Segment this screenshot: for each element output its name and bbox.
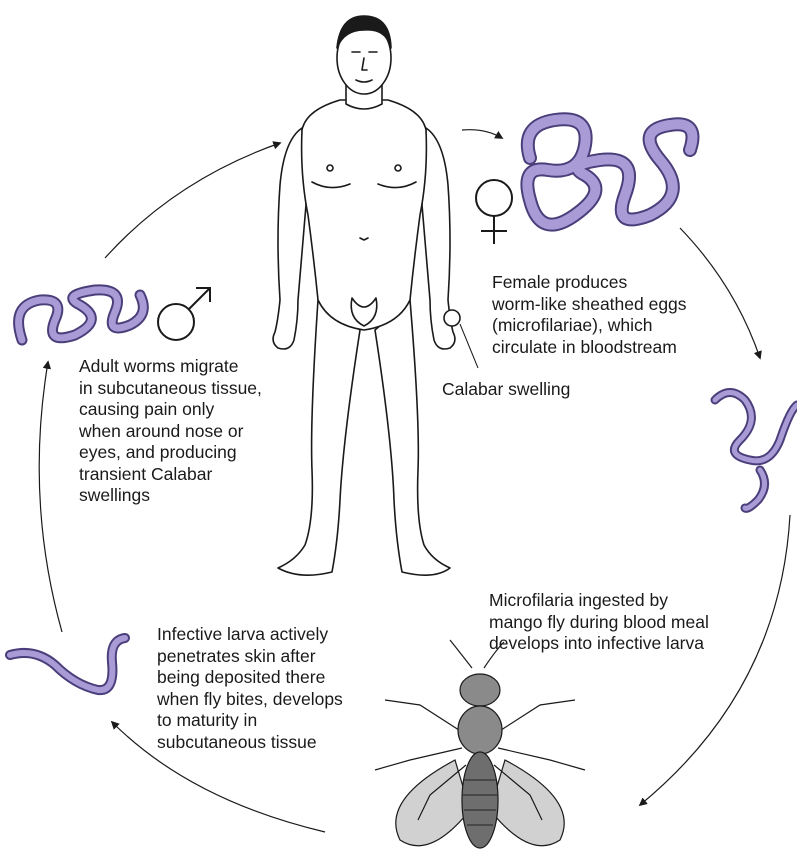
adult-worms-line-5: eyes, and producing	[79, 442, 262, 464]
microfilaria-ingested-line-2: mango fly during blood meal	[489, 612, 709, 634]
human-figure	[273, 16, 460, 575]
microfilaria-ingested-line-3: develops into infective larva	[489, 633, 709, 655]
microfilaria-ingested-line-1: Microfilaria ingested by	[489, 590, 709, 612]
adult-worms-line-1: Adult worms migrate	[79, 356, 262, 378]
adult-worms-line-2: in subcutaneous tissue,	[79, 378, 262, 400]
microfilaria-worm	[715, 393, 797, 509]
arrow-human-to-female	[462, 130, 502, 138]
calabar-leader-line	[460, 324, 478, 368]
female-produces-line-1: Female produces	[492, 272, 687, 294]
infective-larva-line-5: to maturity in	[157, 710, 343, 732]
infective-larva-worm	[10, 638, 125, 690]
infective-larva-line-4: when fly bites, develops	[157, 689, 343, 711]
arrow-female-to-microfilaria	[680, 228, 760, 358]
female-symbol-icon	[476, 180, 512, 244]
microfilaria-ingested-label: Microfilaria ingested by mango fly durin…	[489, 590, 709, 655]
arrow-larva-to-adult	[39, 362, 62, 632]
mango-fly	[375, 640, 585, 848]
adult-worms-line-4: when around nose or	[79, 421, 262, 443]
adult-worms-label: Adult worms migrate in subcutaneous tiss…	[79, 356, 262, 507]
adult-worms-line-3: causing pain only	[79, 399, 262, 421]
male-symbol-icon	[158, 288, 210, 340]
infective-larva-line-2: penetrates skin after	[157, 646, 343, 668]
arrow-adult-to-human	[105, 143, 280, 258]
male-worm	[19, 290, 144, 340]
female-produces-line-4: circulate in bloodstream	[492, 337, 687, 359]
adult-worms-line-7: swellings	[79, 485, 262, 507]
female-produces-line-3: (microfilariae), which	[492, 315, 687, 337]
female-produces-label: Female produces worm-like sheathed eggs …	[492, 272, 687, 358]
calabar-swelling-label: Calabar swelling	[442, 379, 570, 401]
infective-larva-line-3: being deposited there	[157, 667, 343, 689]
female-worm	[527, 119, 692, 224]
adult-worms-line-6: transient Calabar	[79, 464, 262, 486]
infective-larva-line-6: subcutaneous tissue	[157, 732, 343, 754]
female-produces-line-2: worm-like sheathed eggs	[492, 294, 687, 316]
infective-larva-line-1: Infective larva actively	[157, 624, 343, 646]
infective-larva-label: Infective larva actively penetrates skin…	[157, 624, 343, 753]
calabar-swelling-text: Calabar swelling	[442, 379, 570, 401]
arrow-microfilaria-to-fly	[640, 515, 790, 805]
